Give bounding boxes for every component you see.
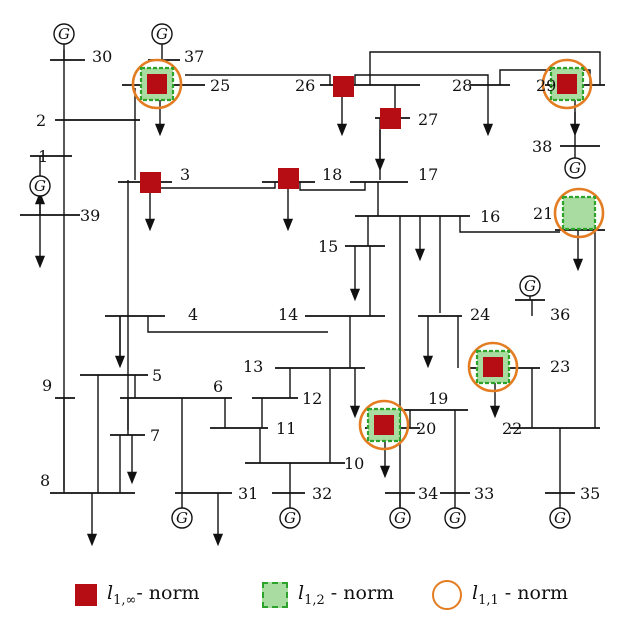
svg-text:G: G <box>34 177 46 195</box>
l11-marker-bus-21 <box>553 187 605 239</box>
bus-label-3: 3 <box>180 165 190 184</box>
bus-label-38: 38 <box>532 137 552 156</box>
bus-label-39: 39 <box>80 206 100 225</box>
generator-stems <box>63 44 576 508</box>
bus-label-28: 28 <box>452 76 472 95</box>
l11-marker-bus-29 <box>541 58 593 110</box>
bus-label-11: 11 <box>276 419 296 438</box>
bus-label-31: 31 <box>238 484 258 503</box>
linf-marker-bus-18 <box>278 168 299 189</box>
load-arrows <box>34 85 584 547</box>
svg-text:G: G <box>449 509 461 527</box>
linf-marker-bus-27 <box>380 108 401 129</box>
generator-33: G <box>444 507 466 529</box>
bus-label-9: 9 <box>42 376 52 395</box>
bus-label-34: 34 <box>418 484 438 503</box>
legend-item-l12: l1,2 - norm <box>262 578 394 612</box>
bus-label-10: 10 <box>344 454 364 473</box>
generator-35: G <box>549 507 571 529</box>
svg-text:G: G <box>176 509 188 527</box>
linf-marker-bus-3 <box>140 172 161 193</box>
bus-label-6: 6 <box>213 377 223 396</box>
bus-label-18: 18 <box>322 165 342 184</box>
bus-label-17: 17 <box>418 165 438 184</box>
svg-text:G: G <box>156 25 168 43</box>
l12-marker-bus-20 <box>366 407 402 443</box>
bus-label-20: 20 <box>416 419 436 438</box>
bus-label-15: 15 <box>318 237 338 256</box>
generator-36: G <box>519 275 541 297</box>
bus-label-5: 5 <box>152 366 162 385</box>
bus-label-22: 22 <box>502 419 522 438</box>
bus-label-29: 29 <box>536 76 556 95</box>
l11-marker-bus-20 <box>358 399 410 451</box>
generator-39: G <box>29 175 51 197</box>
linf-marker-bus-23 <box>483 357 503 377</box>
l11-marker-bus-23 <box>467 341 519 393</box>
generator-30: G <box>53 23 75 45</box>
generator-34: G <box>389 507 411 529</box>
bus-label-33: 33 <box>474 484 494 503</box>
bus-label-25: 25 <box>210 76 230 95</box>
legend-label-linf: l1,∞- norm <box>107 582 200 608</box>
ieee-39-bus-diagram: G G G G G G G G G G <box>20 23 605 547</box>
legend-label-l11: l1,1 - norm <box>472 582 569 608</box>
generator-31: G <box>171 507 193 529</box>
norm-markers <box>131 58 605 451</box>
bus-label-21: 21 <box>533 204 553 223</box>
svg-text:G: G <box>524 277 536 295</box>
bus-label-2: 2 <box>36 111 46 130</box>
linf-marker-bus-20 <box>374 415 394 435</box>
linf-marker-bus-26 <box>333 76 354 97</box>
generator-32: G <box>279 507 301 529</box>
linf-swatch <box>75 584 97 606</box>
bus-label-4: 4 <box>188 305 198 324</box>
bus-label-19: 19 <box>428 389 448 408</box>
svg-text:G: G <box>394 509 406 527</box>
bus-label-27: 27 <box>418 110 438 129</box>
generators: G G G G G G G G G G <box>29 23 586 529</box>
generator-37: G <box>151 23 173 45</box>
bus-label-32: 32 <box>312 484 332 503</box>
bus-label-37: 37 <box>184 47 204 66</box>
bus-labels: 30 37 25 26 28 29 2 27 38 1 3 18 17 39 1… <box>36 47 600 503</box>
bus-label-26: 26 <box>295 76 315 95</box>
linf-marker-bus-25 <box>147 74 167 94</box>
bus-label-13: 13 <box>243 357 263 376</box>
bus-label-8: 8 <box>40 471 50 490</box>
legend-item-linf: l1,∞- norm <box>75 578 200 612</box>
svg-text:G: G <box>554 509 566 527</box>
l12-marker-bus-21 <box>561 195 597 231</box>
svg-text:G: G <box>58 25 70 43</box>
bus-label-1: 1 <box>38 147 48 166</box>
bus-label-12: 12 <box>302 389 322 408</box>
linf-marker-bus-29 <box>557 74 577 94</box>
legend: l1,∞- norm l1,2 - norm l1,1 - norm <box>0 570 623 620</box>
l11-marker-bus-25 <box>131 58 183 110</box>
bus-label-7: 7 <box>150 426 160 445</box>
bus-label-16: 16 <box>480 207 500 226</box>
svg-text:G: G <box>569 159 581 177</box>
generator-38: G <box>564 157 586 179</box>
bus-label-14: 14 <box>278 305 298 324</box>
bus-label-24: 24 <box>470 305 490 324</box>
bus-label-36: 36 <box>550 305 570 324</box>
svg-text:G: G <box>284 509 296 527</box>
legend-label-l12: l1,2 - norm <box>298 582 395 608</box>
bus-label-30: 30 <box>92 47 112 66</box>
l11-swatch <box>432 580 462 610</box>
bus-label-23: 23 <box>550 357 570 376</box>
bus-label-35: 35 <box>580 484 600 503</box>
legend-item-l11: l1,1 - norm <box>432 578 568 612</box>
l12-swatch <box>262 582 288 608</box>
transmission-lines <box>39 50 601 510</box>
